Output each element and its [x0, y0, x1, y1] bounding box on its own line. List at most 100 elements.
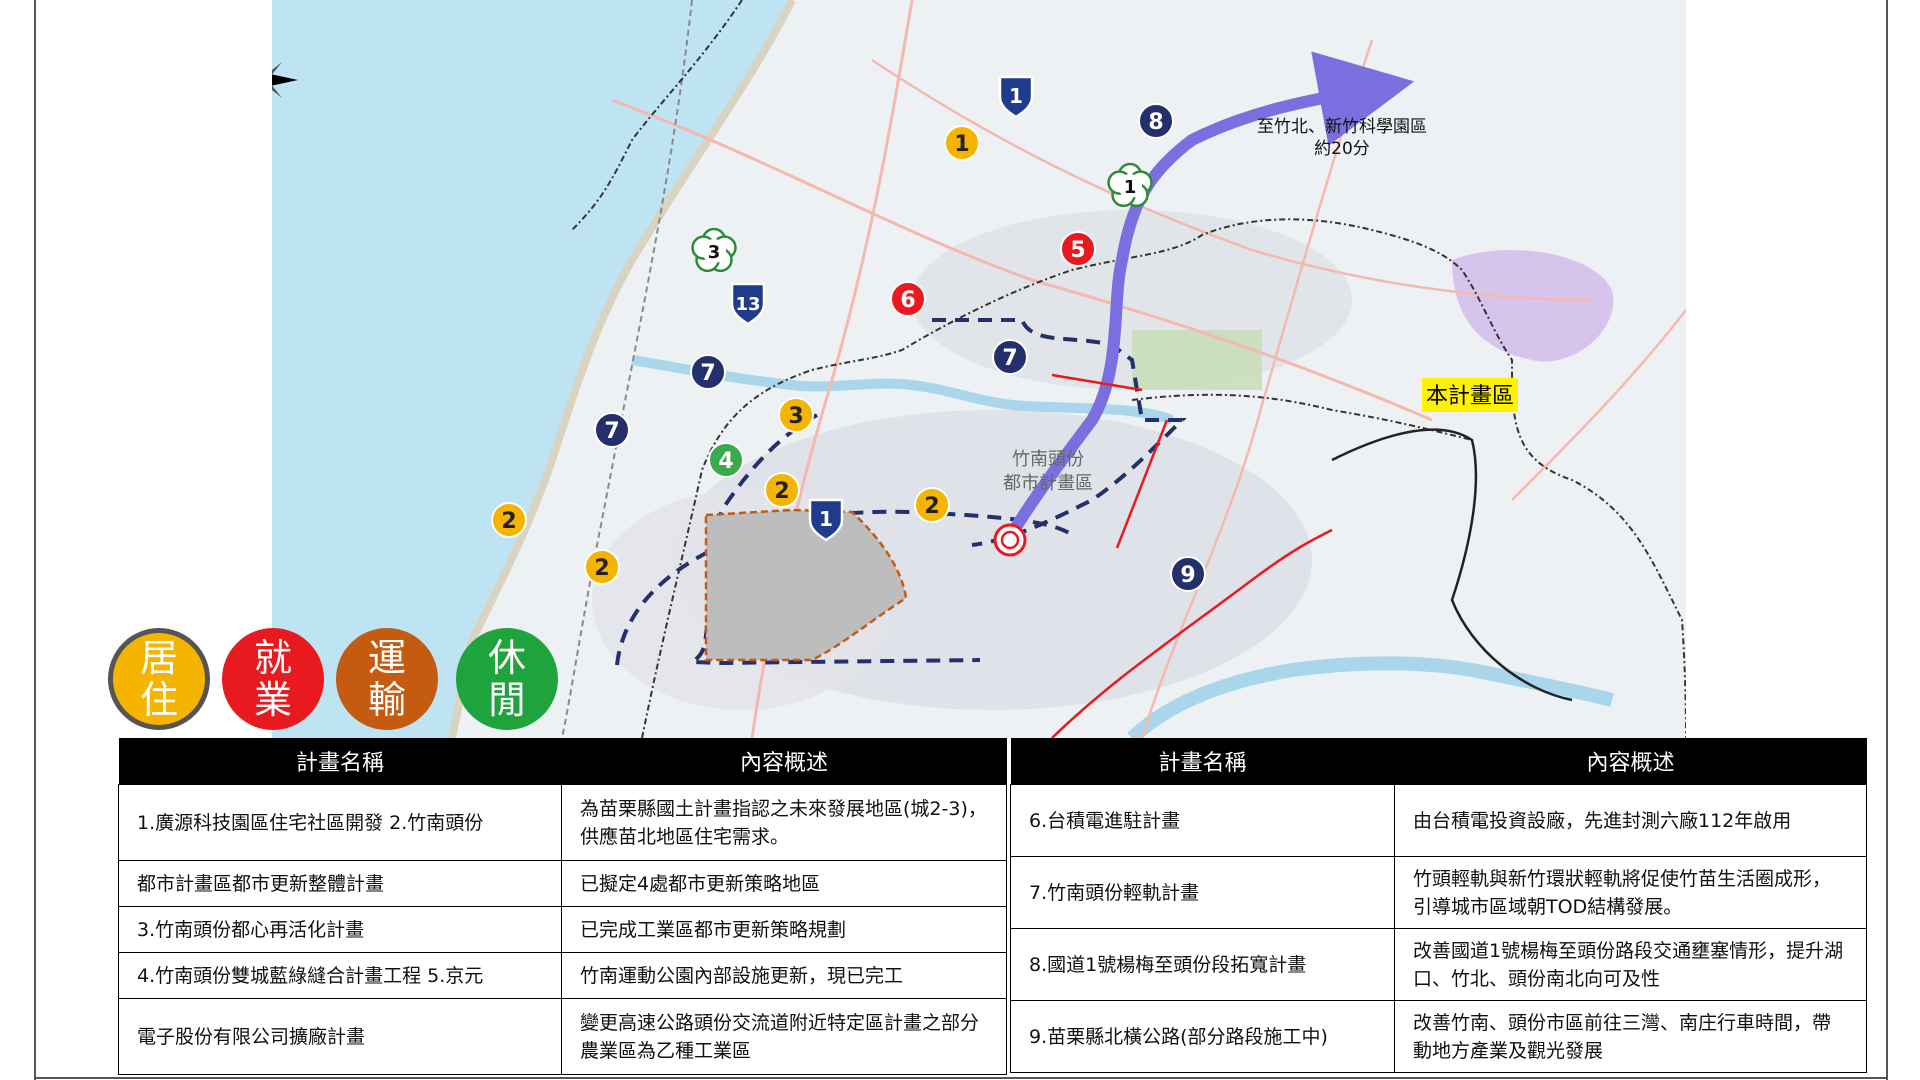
railway — [561, 0, 693, 738]
compass-icon: N — [272, 62, 298, 98]
plan-summary-cell: 變更高速公路頭份交流道附近特定區計畫之部分農業區為乙種工業區 — [561, 998, 1007, 1075]
plan-marker-leisure: 4 — [708, 442, 744, 478]
table-row: 3.竹南頭份都心再活化計畫 已完成工業區都市更新策略規劃 — [118, 906, 1007, 953]
column-header-summary: 內容概述 — [1394, 738, 1867, 785]
plan-marker-label: 2 — [774, 479, 789, 504]
plan-summary-cell: 竹頭輕軌與新竹環狀輕軌將促使竹苗生活圈成形，引導城市區域朝TOD結構發展。 — [1394, 856, 1867, 929]
plan-marker-housing: 2 — [914, 487, 950, 523]
plan-name-cell: 電子股份有限公司擴廠計畫 — [118, 998, 562, 1075]
table-row: 7.竹南頭份輕軌計畫 竹頭輕軌與新竹環狀輕軌將促使竹苗生活圈成形，引導城市區域朝… — [1010, 856, 1867, 929]
plan-summary-cell: 由台積電投資設廠，先進封測六廠112年啟用 — [1394, 784, 1867, 857]
legend-housing: 居 住 — [108, 628, 210, 730]
legend-leisure: 休 閒 — [456, 628, 558, 730]
column-header-summary: 內容概述 — [561, 738, 1007, 785]
provincial-road-flower-icon: 1 — [1107, 162, 1153, 208]
plan-marker-label: 9 — [1180, 563, 1195, 588]
plan-marker-label: 7 — [1002, 346, 1017, 371]
plan-marker-housing: 2 — [584, 549, 620, 585]
road-4 — [1140, 39, 1374, 738]
highway-shield-label: 13 — [735, 294, 760, 315]
table-row: 4.竹南頭份雙城藍綠縫合計畫工程 5.京元 竹南運動公園內部設施更新，現已完工 — [118, 952, 1007, 999]
project-focus-area — [704, 508, 908, 662]
plan-marker-housing: 2 — [491, 502, 527, 538]
plan-marker-transport: 8 — [1138, 103, 1174, 139]
plan-name-cell: 7.竹南頭份輕軌計畫 — [1010, 856, 1395, 929]
purple-zone — [1452, 250, 1614, 362]
road-1 — [611, 98, 1433, 422]
river-south — [1127, 656, 1614, 738]
destination-line-1: 至竹北、新竹科學園區 — [1257, 117, 1427, 137]
plan-marker-label: 2 — [501, 509, 516, 534]
plan-marker-label: 3 — [788, 404, 803, 429]
table-row: 6.台積電進駐計畫 由台積電投資設廠，先進封測六廠112年啟用 — [1010, 784, 1867, 857]
plan-marker-label: 7 — [604, 419, 619, 444]
light-rail-route-east — [932, 318, 1187, 547]
project-area-label-text: 本計畫區 — [1426, 384, 1514, 409]
project-boundary-line — [1331, 428, 1573, 702]
page-border-right — [1886, 0, 1888, 1080]
plans-table-left: 計畫名稱 內容概述 1.廣源科技園區住宅社區開發 2.竹南頭份 為苗栗縣國土計畫… — [118, 738, 1007, 1075]
table-header-row: 計畫名稱 內容概述 — [118, 738, 1007, 785]
table-row: 都市計畫區都市更新整體計畫 已擬定4處都市更新策略地區 — [118, 860, 1007, 907]
plan-summary-cell: 已完成工業區都市更新策略規劃 — [561, 906, 1007, 953]
plan-marker-employment: 6 — [890, 281, 926, 317]
provincial-road-flower-icon: 3 — [691, 227, 737, 273]
plan-summary-cell: 已擬定4處都市更新策略地區 — [561, 860, 1007, 907]
plan-name-cell: 3.竹南頭份都心再活化計畫 — [118, 906, 562, 953]
station-icon — [993, 523, 1027, 557]
plan-marker-transport: 7 — [594, 412, 630, 448]
flower-marker-label: 3 — [708, 242, 721, 263]
area-map: N 竹南頭份 都市計畫區 本計畫區 至竹北、新竹科學園區 約20分 122223… — [272, 0, 1686, 738]
road-5 — [1511, 309, 1686, 501]
plan-marker-label: 4 — [718, 449, 733, 474]
page-border-bottom — [34, 1077, 1888, 1079]
plan-name-cell: 1.廣源科技園區住宅社區開發 2.竹南頭份 — [118, 784, 562, 861]
plan-marker-employment: 5 — [1060, 231, 1096, 267]
legend-employment: 就 業 — [222, 628, 324, 730]
plan-marker-housing: 3 — [778, 397, 814, 433]
plan-marker-housing: 2 — [764, 472, 800, 508]
plan-name-cell: 9.苗栗縣北橫公路(部分路段施工中) — [1010, 1000, 1395, 1073]
plan-marker-transport: 7 — [992, 339, 1028, 375]
freeway-expansion-arrow — [1002, 51, 1415, 546]
urban-plan-boundary — [641, 218, 1686, 738]
map-title-line-2: 都市計畫區 — [1003, 473, 1093, 494]
map-title-line-1: 竹南頭份 — [1012, 449, 1084, 470]
table-row: 電子股份有限公司擴廠計畫 變更高速公路頭份交流道附近特定區計畫之部分農業區為乙種… — [118, 998, 1007, 1075]
plan-summary-cell: 改善國道1號楊梅至頭份路段交通壅塞情形，提升湖口、竹北、頭份南北向可及性 — [1394, 928, 1867, 1001]
plan-marker-transport: 9 — [1170, 556, 1206, 592]
plan-name-cell: 都市計畫區都市更新整體計畫 — [118, 860, 562, 907]
river-north — [631, 355, 1174, 425]
plan-summary-cell: 竹南運動公園內部設施更新，現已完工 — [561, 952, 1007, 999]
plan-marker-label: 2 — [594, 556, 609, 581]
park-area — [1132, 330, 1262, 390]
plan-marker-label: 1 — [954, 132, 969, 157]
plan-marker-label: 6 — [900, 288, 915, 313]
plan-summary-cell: 為苗栗縣國土計畫指認之未來發展地區(城2-3)，供應苗北地區住宅需求。 — [561, 784, 1007, 861]
plans-table-right: 計畫名稱 內容概述 6.台積電進駐計畫 由台積電投資設廠，先進封測六廠112年啟… — [1010, 738, 1867, 1073]
highway-shield-label: 1 — [1009, 84, 1023, 108]
column-header-plan-name: 計畫名稱 — [118, 738, 562, 785]
plan-marker-label: 5 — [1070, 238, 1085, 263]
page-border-left — [34, 0, 36, 1080]
column-header-plan-name: 計畫名稱 — [1010, 738, 1395, 785]
plan-marker-label: 2 — [924, 494, 939, 519]
table-header-row: 計畫名稱 內容概述 — [1010, 738, 1867, 785]
plan-name-cell: 8.國道1號楊梅至頭份段拓寬計畫 — [1010, 928, 1395, 1001]
road-3 — [871, 58, 1593, 302]
plan-name-cell: 6.台積電進駐計畫 — [1010, 784, 1395, 857]
plan-marker-transport: 7 — [690, 354, 726, 390]
plan-summary-cell: 改善竹南、頭份市區前往三灣、南庄行車時間，帶動地方產業及觀光發展 — [1394, 1000, 1867, 1073]
highway-shield-icon: 1 — [998, 75, 1034, 119]
table-row: 9.苗栗縣北橫公路(部分路段施工中) 改善竹南、頭份市區前往三灣、南庄行車時間，… — [1010, 1000, 1867, 1073]
table-row: 1.廣源科技園區住宅社區開發 2.竹南頭份 為苗栗縣國土計畫指認之未來發展地區(… — [118, 784, 1007, 861]
flower-marker-label: 1 — [1124, 177, 1137, 198]
rail-line-red — [1051, 528, 1333, 738]
plan-name-cell: 4.竹南頭份雙城藍綠縫合計畫工程 5.京元 — [118, 952, 562, 999]
plan-marker-label: 7 — [700, 361, 715, 386]
project-area-label: 本計畫區 — [1422, 378, 1518, 412]
highway-shield-icon: 1 — [808, 498, 844, 542]
project-label-pointer-2 — [1115, 419, 1169, 549]
sea-area — [272, 0, 792, 738]
